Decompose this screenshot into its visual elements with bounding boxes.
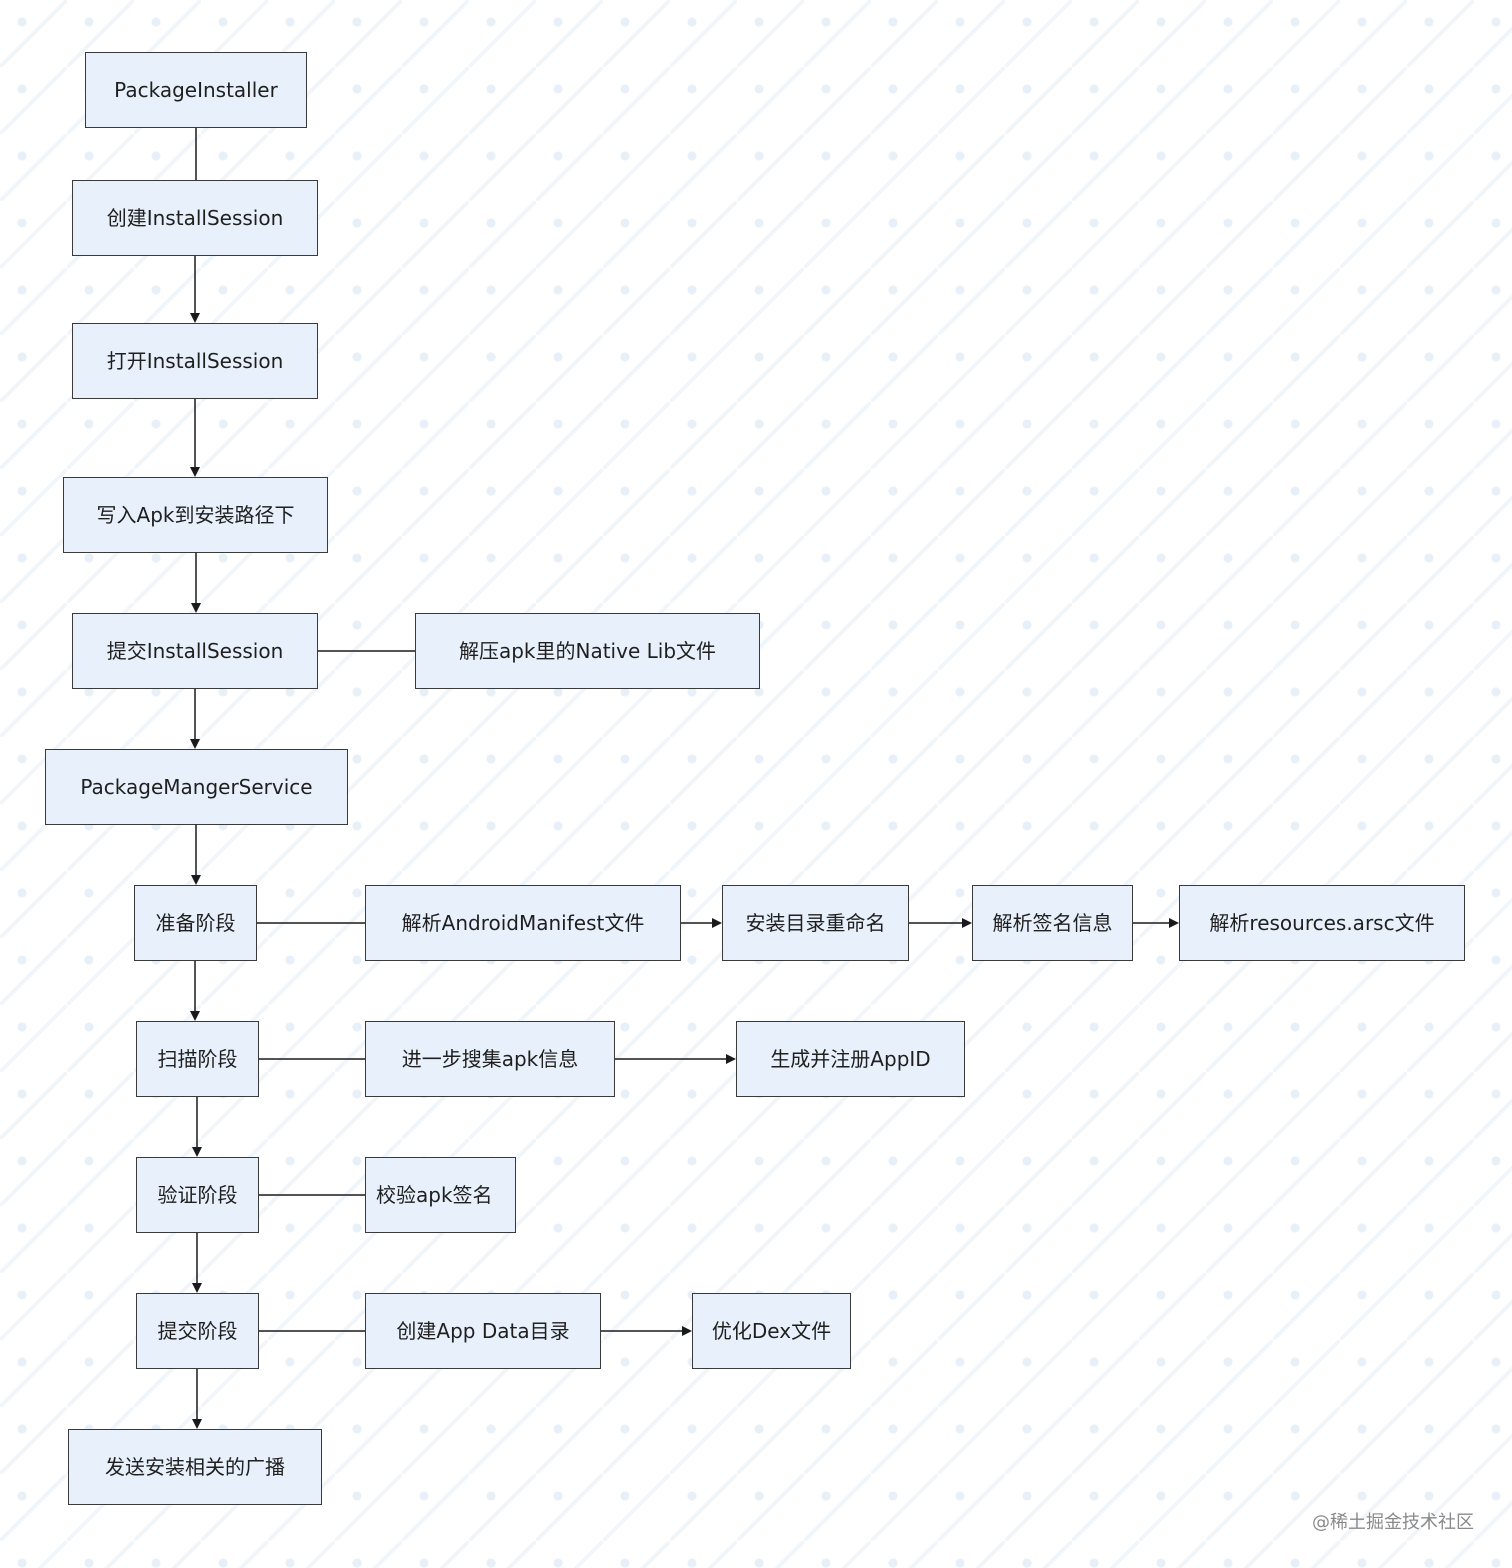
node-create-install-session: 创建InstallSession (72, 180, 318, 256)
node-write-apk: 写入Apk到安装路径下 (63, 477, 328, 553)
watermark-credit: @稀土掘金技术社区 (1312, 1512, 1474, 1533)
node-create-app-data-dir: 创建App Data目录 (365, 1293, 601, 1369)
node-parse-resources-arsc: 解析resources.arsc文件 (1179, 885, 1465, 961)
node-commit-install-session: 提交InstallSession (72, 613, 318, 689)
node-scan-phase: 扫描阶段 (136, 1021, 259, 1097)
node-verify-phase: 验证阶段 (136, 1157, 259, 1233)
node-parse-signatures: 解析签名信息 (972, 885, 1133, 961)
node-open-install-session: 打开InstallSession (72, 323, 318, 399)
node-verify-apk-signature: 校验apk签名 (365, 1157, 516, 1233)
node-extract-native-libs: 解压apk里的Native Lib文件 (415, 613, 760, 689)
node-package-manager-service: PackageMangerService (45, 749, 348, 825)
node-rename-install-dir: 安装目录重命名 (722, 885, 909, 961)
node-collect-apk-info: 进一步搜集apk信息 (365, 1021, 615, 1097)
node-register-appid: 生成并注册AppID (736, 1021, 965, 1097)
node-package-installer: PackageInstaller (85, 52, 307, 128)
node-prepare-phase: 准备阶段 (134, 885, 257, 961)
node-send-install-broadcast: 发送安装相关的广播 (68, 1429, 322, 1505)
node-parse-android-manifest: 解析AndroidManifest文件 (365, 885, 681, 961)
node-optimize-dex: 优化Dex文件 (692, 1293, 851, 1369)
node-commit-phase: 提交阶段 (136, 1293, 259, 1369)
